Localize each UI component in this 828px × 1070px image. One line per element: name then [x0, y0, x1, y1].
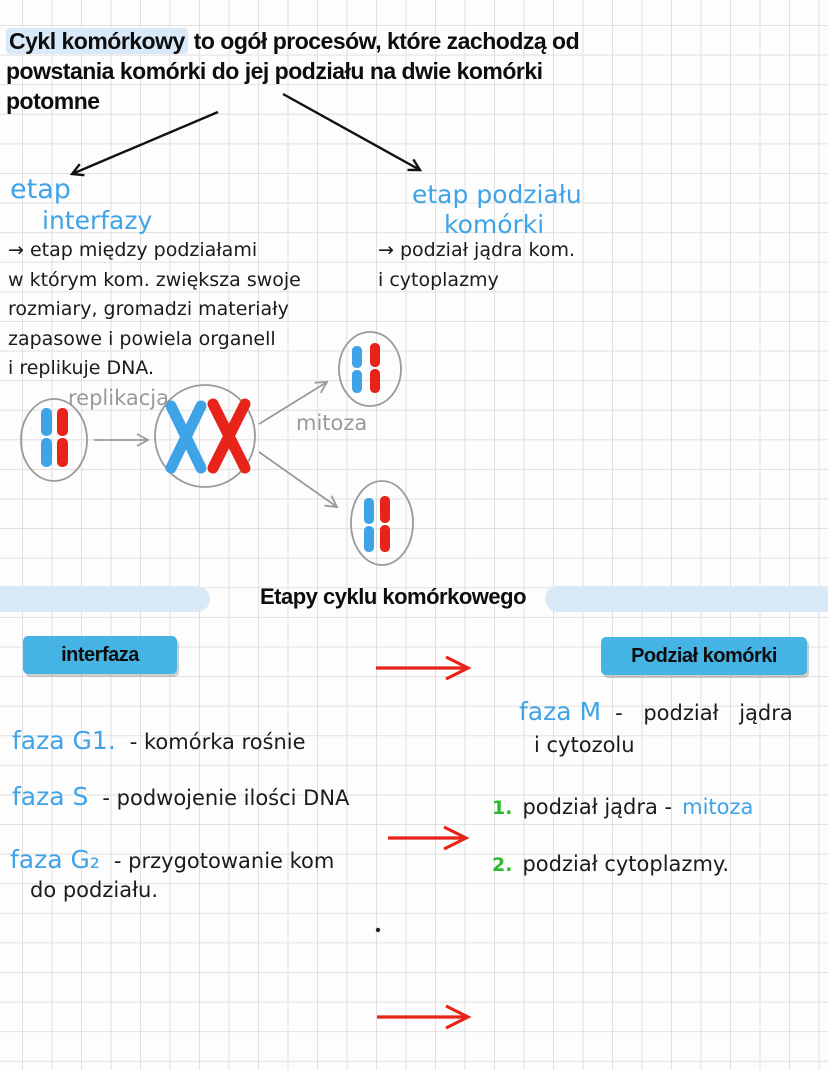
phase-desc: - przygotowanie kom — [113, 849, 335, 873]
phase-name: faza G1. — [12, 726, 116, 755]
phase-desc-continued: i cytozolu — [534, 733, 635, 757]
branch-left-description: → etap między podziałami w którym kom. z… — [8, 236, 348, 384]
desc-line: rozmiary, gromadzi materiały — [8, 298, 289, 320]
mitosis-label: mitoza — [296, 411, 368, 435]
branch-left-title-line1: etap — [10, 174, 71, 205]
section-heading: Etapy cyklu komórkowego — [259, 584, 527, 609]
title-rest: to ogół procesów, które zachodzą od pows… — [6, 28, 580, 114]
step-text: podział cytoplazmy. — [522, 852, 730, 876]
chromosome-blue — [364, 498, 374, 552]
branch-right-title-line2: komórki — [444, 210, 545, 239]
chromosome-red — [380, 496, 390, 552]
phase-desc: - podwojenie ilości DNA — [102, 786, 350, 810]
branch-arrow-right — [282, 92, 423, 172]
phase-row-s: faza S - podwojenie ilości DNA — [12, 782, 349, 811]
phase-desc: - komórka rośnie — [129, 730, 306, 754]
step-2: 2. podział cytoplazmy. — [492, 852, 739, 876]
heading-highlight-band-left — [0, 586, 210, 612]
desc-line: i cytoplazmy — [378, 268, 499, 291]
desc-line: → podział jądra kom. — [378, 239, 576, 261]
phase-name: faza G₂ — [10, 845, 100, 874]
heading-highlight-band-right — [545, 586, 828, 612]
branch-left-title-line2: interfazy — [42, 206, 153, 235]
cell-daughter-bottom — [350, 480, 414, 566]
phase-row-g2: faza G₂ - przygotowanie kom — [10, 845, 334, 874]
interphase-box: interfaza — [23, 636, 177, 674]
phase-name: faza S — [12, 782, 89, 811]
replication-label: replikacja — [68, 386, 170, 410]
branch-right-title-line1: etap podziału — [412, 180, 582, 209]
pen-dot — [375, 927, 381, 933]
x-chromosome-red — [207, 398, 251, 474]
branch-right-description: → podział jądra kom. i cytoplazmy — [378, 236, 678, 295]
step-number: 1. — [492, 797, 513, 819]
chromosome-blue — [41, 408, 52, 467]
step-term: mitoza — [682, 795, 754, 819]
cell-daughter-top — [338, 331, 402, 407]
step-number: 2. — [492, 854, 513, 876]
phase-row-m: faza M - podział jądra — [519, 697, 793, 726]
phase-row-g1: faza G1. - komórka rośnie — [12, 726, 306, 755]
step-text: podział jądra - — [522, 795, 673, 819]
phase-desc-continued: do podziału. — [30, 878, 159, 902]
branch-arrow-left — [69, 110, 219, 177]
mitosis-arrow-up — [258, 381, 329, 425]
step-1: 1. podział jądra - mitoza — [492, 795, 753, 819]
mitosis-arrow-down — [258, 451, 339, 509]
desc-line: zapasowe i powiela organell — [8, 327, 276, 350]
phase-name: faza M — [519, 697, 602, 726]
chromosome-red — [57, 408, 68, 467]
page-title: Cykl komórkowy to ogół procesów, które z… — [6, 26, 591, 116]
desc-line: w którym kom. zwiększa swoje — [8, 268, 301, 291]
chromosome-red — [370, 343, 380, 393]
desc-line: i replikuje DNA. — [8, 357, 155, 379]
cell-mother — [20, 398, 88, 482]
chromosome-blue — [352, 346, 362, 393]
x-chromosome-blue — [165, 400, 207, 474]
phase-desc: - podział jądra — [615, 701, 793, 725]
cell-division-box: Podział komórki — [601, 637, 807, 675]
cell-replicated — [154, 384, 256, 488]
title-highlight: Cykl komórkowy — [6, 28, 188, 54]
desc-line: → etap między podziałami — [8, 239, 258, 261]
